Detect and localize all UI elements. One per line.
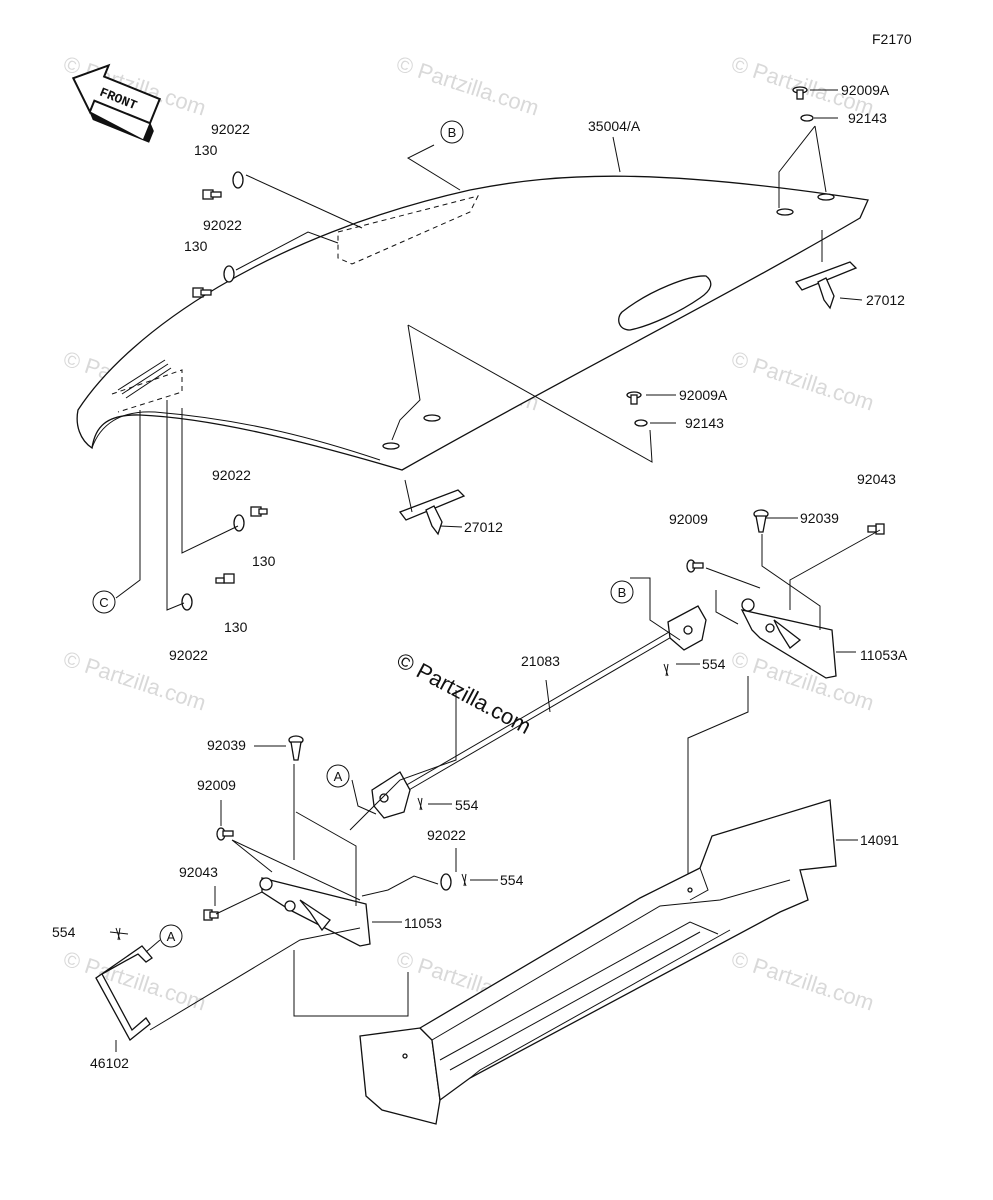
label-35004: 35004/A <box>588 118 641 134</box>
bolt-130-c <box>250 506 268 517</box>
pin-46102 <box>95 945 153 1052</box>
label-92022-a: 92022 <box>211 121 250 137</box>
label-554-far: 554 <box>52 924 76 940</box>
label-92022-e: 92022 <box>427 827 466 843</box>
pin-554-mid <box>417 797 423 811</box>
label-46102: 46102 <box>90 1055 129 1071</box>
washer-92022-a <box>232 171 244 189</box>
washer-92022-d <box>181 593 193 611</box>
washer-92143-top <box>800 114 814 122</box>
washer-92022-b <box>223 265 235 283</box>
rivet-92039-right <box>753 509 769 533</box>
label-92009-right: 92009 <box>669 511 708 527</box>
clip-27012-right <box>794 261 858 310</box>
label-27012-right: 27012 <box>866 292 905 308</box>
bracket-11053a <box>740 598 856 679</box>
label-92143-top: 92143 <box>848 110 887 126</box>
fastener-92009-left <box>216 827 234 841</box>
label-11053: 11053 <box>404 915 442 931</box>
screw-92009a-mid <box>626 391 642 405</box>
callout-b-mid: B <box>610 580 634 604</box>
label-92143-mid: 92143 <box>685 415 724 431</box>
label-130-d: 130 <box>224 619 248 635</box>
callout-b-top: B <box>440 120 464 144</box>
cover-35004 <box>76 175 869 471</box>
bolt-92043-left <box>203 909 219 921</box>
label-11053a: 11053A <box>860 647 908 663</box>
watermark: © Partzilla.com <box>393 51 542 121</box>
figure-id: F2170 <box>872 31 912 47</box>
svg-text:C: C <box>99 595 108 610</box>
washer-92022-c <box>233 514 245 532</box>
clip-27012-mid <box>398 489 466 536</box>
pin-554-right <box>663 663 669 677</box>
label-92043-left: 92043 <box>179 864 218 880</box>
fastener-92009-right <box>686 559 704 573</box>
label-554-right: 554 <box>702 656 726 672</box>
label-554-mid: 554 <box>455 797 479 813</box>
label-130-c: 130 <box>252 553 276 569</box>
label-92009a-top: 92009A <box>841 82 890 98</box>
part-labels: 35004/A 92009A 92143 27012 92022 130 920… <box>52 82 908 1071</box>
screw-92009a-top <box>792 86 808 100</box>
label-92022-c: 92022 <box>212 467 251 483</box>
label-554-low: 554 <box>500 872 524 888</box>
svg-text:B: B <box>618 585 627 600</box>
label-92043-right: 92043 <box>857 471 896 487</box>
label-92022-b: 92022 <box>203 217 242 233</box>
svg-text:B: B <box>448 125 457 140</box>
rivet-92039-left <box>288 735 304 761</box>
label-21083: 21083 <box>521 653 560 669</box>
rod-21083 <box>371 605 707 819</box>
label-92039-right: 92039 <box>800 510 839 526</box>
label-92009-left: 92009 <box>197 777 236 793</box>
bolt-92043-right <box>867 523 885 535</box>
washer-92143-mid <box>634 419 648 427</box>
leader-lines-top <box>115 89 863 611</box>
bolt-130-a <box>202 189 222 200</box>
label-130-a: 130 <box>194 142 218 158</box>
bolt-130-b <box>192 287 212 298</box>
label-130-b: 130 <box>184 238 208 254</box>
tray-14091 <box>359 799 837 1125</box>
pin-554-low <box>461 873 467 887</box>
watermark: © Partzilla.com <box>728 346 877 416</box>
svg-text:A: A <box>167 929 176 944</box>
callout-a-low: A <box>159 924 183 948</box>
watermark-center: © Partzilla.com <box>393 647 536 739</box>
label-92022-d: 92022 <box>169 647 208 663</box>
watermark: © Partzilla.com <box>728 946 877 1016</box>
label-92039-left: 92039 <box>207 737 246 753</box>
bracket-11053 <box>259 877 402 947</box>
label-27012-mid: 27012 <box>464 519 503 535</box>
svg-text:A: A <box>334 769 343 784</box>
washer-92022-e <box>440 873 452 891</box>
callout-a-mid: A <box>326 764 350 788</box>
leader-lines-low <box>109 517 881 1031</box>
label-14091: 14091 <box>860 832 899 848</box>
pin-554-far <box>115 927 121 941</box>
label-92009a-mid: 92009A <box>679 387 728 403</box>
bolt-130-d <box>215 573 235 584</box>
callout-c: C <box>92 590 116 614</box>
